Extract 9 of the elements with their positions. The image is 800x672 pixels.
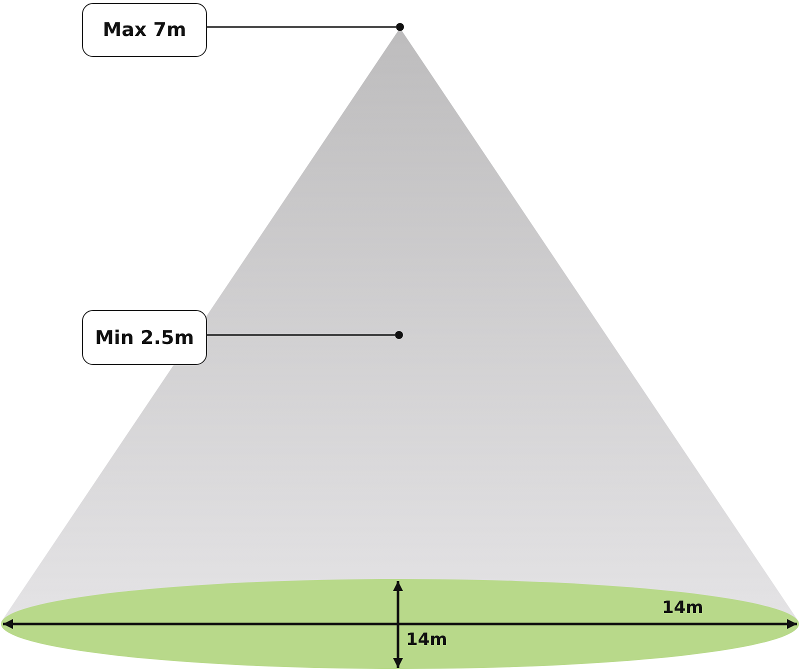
point-marker (396, 23, 404, 31)
label-text: Min 2.5m (94, 326, 194, 348)
label-box (82, 310, 207, 365)
dimension-label: 14m (406, 630, 448, 650)
label-text: Max 7m (102, 19, 186, 41)
label-box (82, 3, 207, 57)
leader-line (207, 334, 395, 336)
dimension-label: 14m (662, 598, 704, 618)
leader-line (207, 26, 396, 28)
